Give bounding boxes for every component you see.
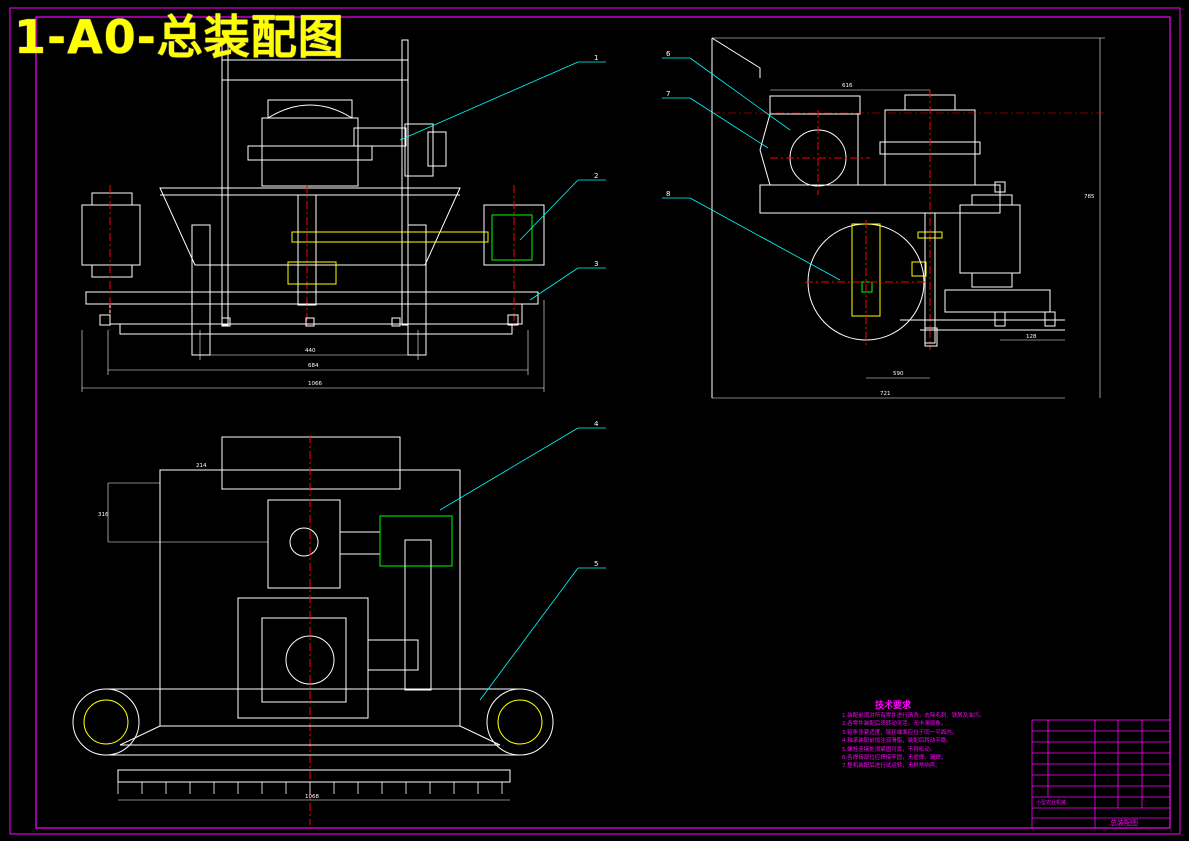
requirement-item: 4.轴承装配前加注润滑脂，装配后转动平稳。 [842, 738, 952, 745]
dim-front-2: 684 [308, 363, 319, 369]
title-block-machine-name: 小型农业机械 [1036, 799, 1066, 806]
dim-side-5: 721 [880, 391, 891, 397]
front-view [81, 39, 606, 392]
dim-side-3: 128 [1026, 334, 1037, 340]
dim-side-4: 590 [893, 371, 904, 377]
balloon-5: 5 [594, 560, 598, 568]
dim-side-2: 785 [1084, 194, 1095, 200]
requirement-item: 6.各焊接部位应焊接牢固，无虚焊、漏焊。 [842, 755, 947, 762]
requirement-item: 3.链条张紧适度，链轮端面应位于同一平面内。 [842, 729, 958, 736]
requirement-item: 7.整机装配后进行试运转，无异常响声。 [842, 763, 941, 770]
balloon-4: 4 [594, 420, 599, 428]
part-balloons: 1 2 3 4 5 6 7 8 [594, 50, 671, 568]
technical-requirements-title: 技术要求 [875, 701, 912, 711]
balloon-3: 3 [594, 260, 598, 268]
balloon-7: 7 [666, 90, 670, 98]
dim-front-3: 1066 [308, 381, 322, 387]
dim-front-1: 440 [305, 348, 316, 354]
title-block [1031, 719, 1171, 829]
drawing-frame [9, 7, 1181, 835]
requirement-item: 5.螺栓连接处须紧固可靠，不得松动。 [842, 746, 936, 753]
side-view [662, 37, 1105, 399]
balloon-6: 6 [666, 50, 671, 58]
title-block-text: 小型农业机械 总装配图 [1036, 799, 1138, 827]
dim-top-2: 316 [98, 512, 109, 518]
top-view [72, 427, 606, 825]
dim-top-1: 214 [196, 463, 207, 469]
balloon-2: 2 [594, 172, 598, 180]
side-view-dimensions: 616 785 128 590 721 [842, 83, 1095, 397]
balloon-1: 1 [594, 54, 598, 62]
front-view-dimensions: 440 684 1066 [305, 348, 322, 387]
top-view-dimensions: 214 316 1068 [98, 463, 319, 800]
dim-side-1: 616 [842, 83, 853, 89]
balloon-8: 8 [666, 190, 670, 198]
requirement-item: 2.各零件装配后须转动灵活，无卡滞现象。 [842, 721, 947, 728]
requirement-item: 1.装配前须对所有零件进行清洗，去除毛刺、铁屑及油污。 [842, 713, 985, 719]
dim-top-3: 1068 [305, 794, 319, 800]
title-block-drawing-name: 总装配图 [1110, 818, 1138, 827]
drawing-title: 1-A0-总装配图 [14, 10, 345, 64]
technical-requirements-list: 1.装配前须对所有零件进行清洗，去除毛刺、铁屑及油污。 2.各零件装配后须转动灵… [842, 712, 1032, 771]
